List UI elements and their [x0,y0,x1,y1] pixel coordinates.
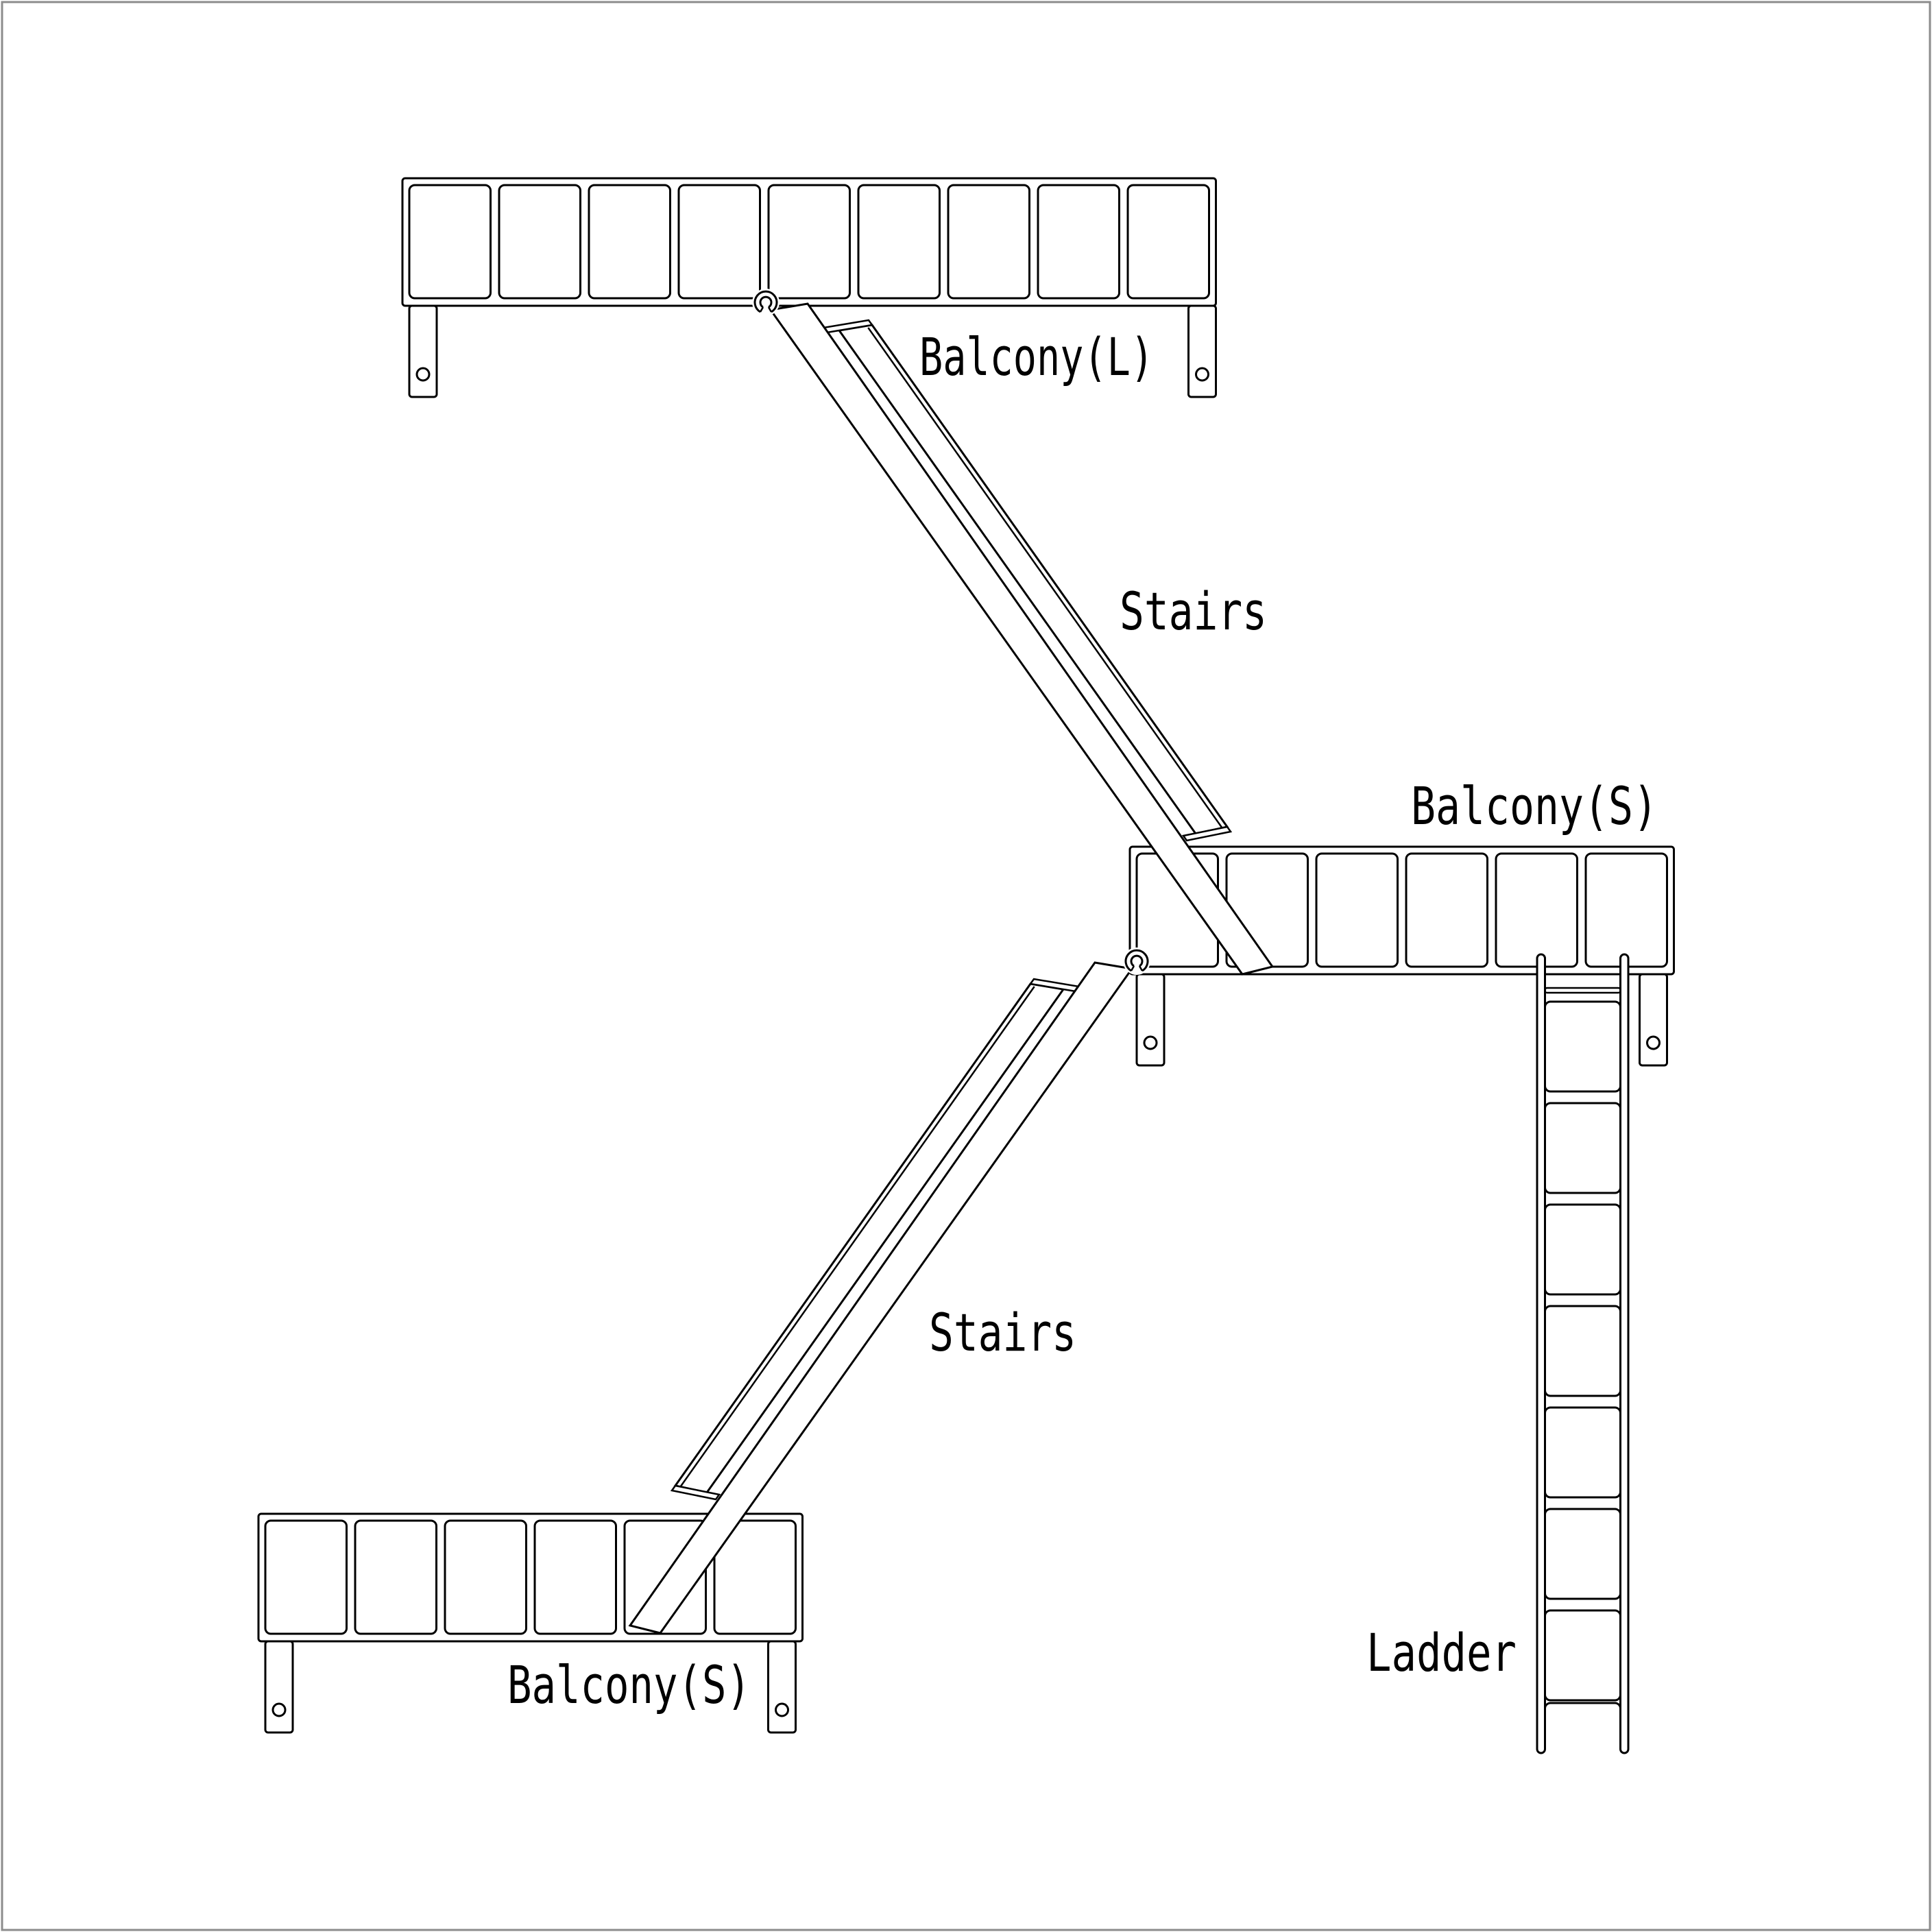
ladder [1536,953,1630,1754]
ladder-rung [1544,1102,1621,1194]
railing-panel [623,1519,707,1635]
railing-panel [947,184,1030,300]
railing-panel [1584,852,1668,968]
stair-front-stringer [628,961,1134,1634]
ladder-bottom-bar [1544,1702,1621,1709]
bolt-hole [415,367,431,382]
mounting-leg [1135,973,1166,1067]
ladder-rung [1544,1609,1621,1702]
stair-back-stringer [837,324,1229,835]
bolt-hole [1195,367,1209,382]
label-balcony-small-mid: Balcony(S) [1411,775,1658,836]
railing-panel [498,184,581,300]
mounting-leg [1187,304,1217,398]
railing-panel [588,184,671,300]
ladder-rail [1619,953,1630,1754]
label-balcony-large: Balcony(L) [919,326,1154,387]
label-stairs-upper: Stairs [1120,581,1267,642]
railing-panel [1037,184,1120,300]
railing-panel [1495,852,1578,968]
ladder-rail [1536,953,1546,1754]
railing-panel [713,1519,797,1635]
ladder-rung [1544,1508,1621,1600]
railing-panel [1126,184,1210,300]
stair-end-tab [670,1484,721,1501]
stair-front-stringer [769,302,1275,976]
label-stairs-lower: Stairs [929,1302,1076,1363]
railing-panel [408,184,492,300]
stairs-lower [628,961,1134,1634]
hook-edge [1130,965,1135,971]
stair-back-stringer [673,982,1065,1494]
railing-panel [677,184,761,300]
stair-hook-upper [752,289,780,316]
hook-edge [759,306,764,313]
hook-mask [1123,947,1150,975]
mounting-leg [767,1640,797,1734]
hook-edge [1138,965,1144,971]
hook-inner-arc [759,295,773,309]
ladder-top-bar [1544,987,1621,994]
stair-handrail-line [678,986,1035,1489]
railing-panel [264,1519,348,1635]
stair-end-tab [1181,825,1233,842]
bolt-hole [1646,1035,1661,1050]
mounting-leg [264,1640,294,1734]
railing-panel [354,1519,437,1635]
hook-mask [752,289,780,316]
railing-panel [533,1519,617,1635]
hook-outer-arc [753,290,778,313]
balcony-frame [1128,845,1675,976]
mounting-leg [408,304,438,398]
ladder-rung [1544,1406,1621,1499]
bolt-hole [775,1702,789,1717]
hook-outer-arc [1124,949,1149,972]
ladder-rung [1544,1000,1621,1093]
ladder-rung [1544,1305,1621,1397]
balcony-frame [257,1512,804,1643]
railing-panel [767,184,851,300]
stairs-upper [769,302,1275,976]
stair-handrail-line [867,327,1224,830]
railing-panel [1315,852,1399,968]
bolt-hole [271,1702,287,1717]
label-balcony-small-bottom: Balcony(S) [507,1654,751,1715]
hook-inner-arc [1130,954,1144,967]
mounting-leg [1639,973,1668,1067]
label-ladder: Ladder [1366,1622,1517,1683]
railing-panel [857,184,941,300]
railing-panel [1405,852,1488,968]
hook-edge [767,306,773,313]
ladder-rung [1544,1203,1621,1296]
railing-panel [444,1519,527,1635]
balcony-frame [401,177,1217,307]
stair-hook-lower [1123,947,1150,975]
balcony-small-bottom [257,1512,804,1734]
bolt-hole [1143,1035,1158,1050]
